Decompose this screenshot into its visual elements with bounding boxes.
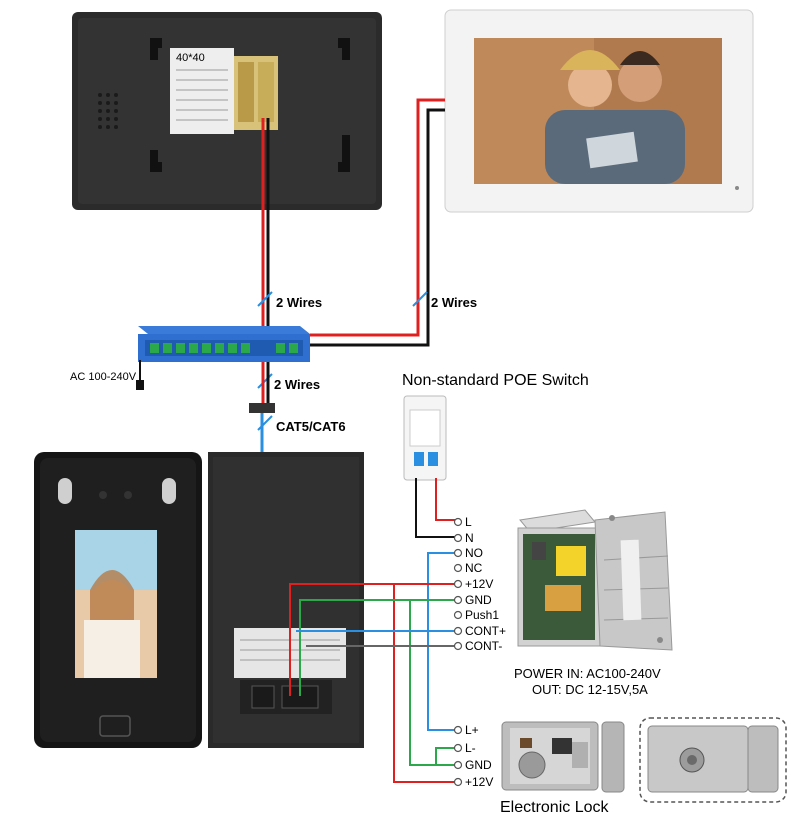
circuit-breaker <box>403 395 447 481</box>
power-in-label: POWER IN: AC100-240V <box>514 666 661 681</box>
terminal-cont-minus: CONT- <box>465 639 503 653</box>
wires-power-supply <box>289 552 456 783</box>
wires-monitor-back <box>261 118 270 335</box>
wires-switch-to-station <box>261 362 270 405</box>
cable-type-label: CAT5/CAT6 <box>276 419 346 434</box>
wire-label-monitor-front: 2 Wires <box>431 295 478 310</box>
terminal-push1: Push1 <box>465 608 500 622</box>
electronic-lock-label: Electronic Lock <box>500 799 609 816</box>
terminal-lock-gnd: GND <box>465 758 492 772</box>
terminal-n: N <box>465 531 474 545</box>
terminal-lock-l-minus: L- <box>465 741 476 755</box>
terminal-plus12v: +12V <box>465 577 494 591</box>
lock-open <box>501 721 625 793</box>
lock-closed <box>639 717 787 803</box>
indoor-monitor-front <box>444 9 754 213</box>
door-station-front <box>34 452 202 748</box>
wire-label-switch: 2 Wires <box>274 377 321 392</box>
power-out-label: OUT: DC 12-15V,5A <box>532 682 648 697</box>
wire-label-monitor-back: 2 Wires <box>276 295 323 310</box>
wire-breaker-l <box>435 478 456 521</box>
terminal-points <box>453 517 463 787</box>
terminal-cont-plus: CONT+ <box>465 624 507 638</box>
indoor-monitor-back <box>72 12 382 210</box>
wires-monitor-front <box>310 98 445 347</box>
wire-breaker-n <box>415 478 456 538</box>
terminal-gnd: GND <box>465 593 492 607</box>
monitor-sticker-text: 40*40 <box>176 52 205 64</box>
poe-switch <box>136 326 310 390</box>
poe-switch-label: Non-standard POE Switch <box>402 372 589 389</box>
ac-input-label: AC 100-240V <box>70 371 137 383</box>
terminal-no: NO <box>465 546 483 560</box>
terminal-nc: NC <box>465 561 483 575</box>
terminal-lock-l-plus: L+ <box>465 723 479 737</box>
power-supply <box>517 509 673 651</box>
wire-count-marks <box>257 291 428 431</box>
terminal-lock-plus12v: +12V <box>465 775 494 789</box>
rj45-adapter <box>249 403 275 413</box>
terminal-l: L <box>465 515 472 529</box>
